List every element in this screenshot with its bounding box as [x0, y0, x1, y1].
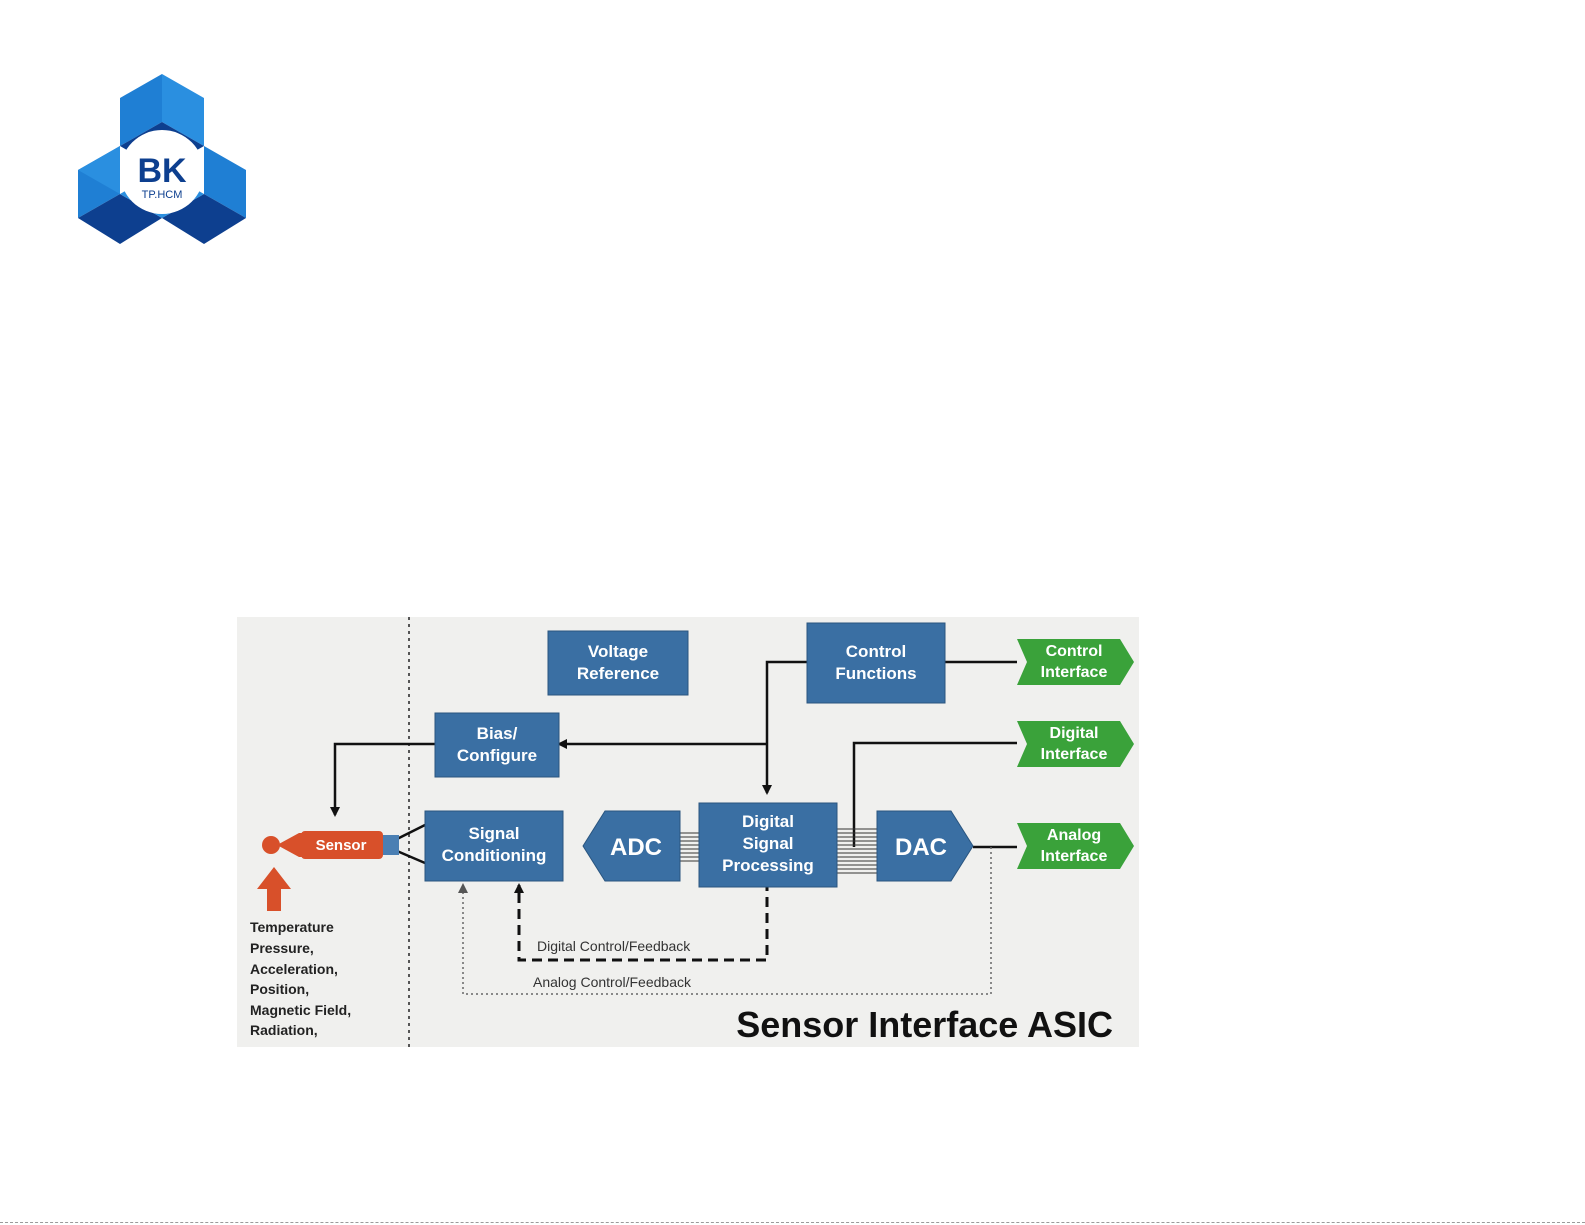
connection-lines: [330, 660, 1017, 865]
svg-text:Magnetic Field,: Magnetic Field,: [250, 1002, 351, 1018]
digital-interface-arrow: Digital Interface: [1017, 721, 1134, 767]
svg-text:Digital: Digital: [742, 812, 794, 831]
control-interface-arrow: Control Interface: [1017, 639, 1134, 685]
dac-block: DAC: [876, 810, 974, 882]
svg-text:Interface: Interface: [1041, 746, 1108, 763]
svg-text:Control: Control: [1046, 643, 1103, 660]
logo-text-main: BK: [137, 152, 187, 190]
svg-text:ADC: ADC: [610, 834, 662, 861]
svg-text:Voltage: Voltage: [588, 642, 648, 661]
voltage-reference-block: Voltage Reference: [547, 630, 689, 696]
svg-text:Interface: Interface: [1041, 664, 1108, 681]
svg-text:Bias/: Bias/: [477, 724, 518, 743]
svg-text:Temperature: Temperature: [250, 919, 334, 935]
svg-text:Digital: Digital: [1050, 725, 1099, 742]
analog-feedback-loop: [458, 847, 992, 995]
bk-tphcm-logo: BK TP.HCM: [78, 74, 246, 244]
digital-feedback-label: Digital Control/Feedback: [537, 938, 691, 954]
svg-text:Conditioning: Conditioning: [442, 846, 547, 865]
analog-feedback-label: Analog Control/Feedback: [533, 974, 692, 990]
svg-text:Reference: Reference: [577, 664, 659, 683]
sensor-inputs-list: Temperature Pressure, Acceleration, Posi…: [250, 919, 351, 1038]
sensor-element: Sensor: [262, 831, 399, 859]
svg-text:Signal: Signal: [468, 824, 519, 843]
svg-text:Acceleration,: Acceleration,: [250, 961, 338, 977]
dsp-block: Digital Signal Processing: [698, 802, 838, 888]
svg-text:Position,: Position,: [250, 981, 309, 997]
diagram-title: Sensor Interface ASIC: [736, 1004, 1113, 1045]
svg-text:Interface: Interface: [1041, 848, 1108, 865]
svg-text:DAC: DAC: [895, 834, 947, 861]
analog-interface-arrow: Analog Interface: [1017, 823, 1134, 869]
svg-text:Analog: Analog: [1047, 827, 1101, 844]
svg-text:Pressure,: Pressure,: [250, 940, 314, 956]
logo-text-sub: TP.HCM: [142, 189, 183, 201]
svg-text:Processing: Processing: [722, 856, 814, 875]
svg-text:Functions: Functions: [835, 664, 916, 683]
svg-text:Sensor: Sensor: [316, 837, 367, 854]
page-bottom-rule: [0, 1222, 1585, 1224]
adc-block: ADC: [582, 810, 681, 882]
input-arrow-icon: [257, 867, 291, 911]
bias-configure-block: Bias/ Configure: [434, 712, 560, 778]
digital-feedback-loop: [514, 881, 769, 962]
svg-text:Configure: Configure: [457, 746, 537, 765]
svg-text:Radiation,: Radiation,: [250, 1022, 318, 1038]
signal-conditioning-block: Signal Conditioning: [424, 810, 564, 882]
svg-text:Signal: Signal: [742, 834, 793, 853]
svg-text:Control: Control: [846, 642, 906, 661]
control-functions-block: Control Functions: [806, 622, 946, 704]
sensor-interface-diagram: Voltage Reference Control Functions Bias…: [237, 617, 1139, 1047]
